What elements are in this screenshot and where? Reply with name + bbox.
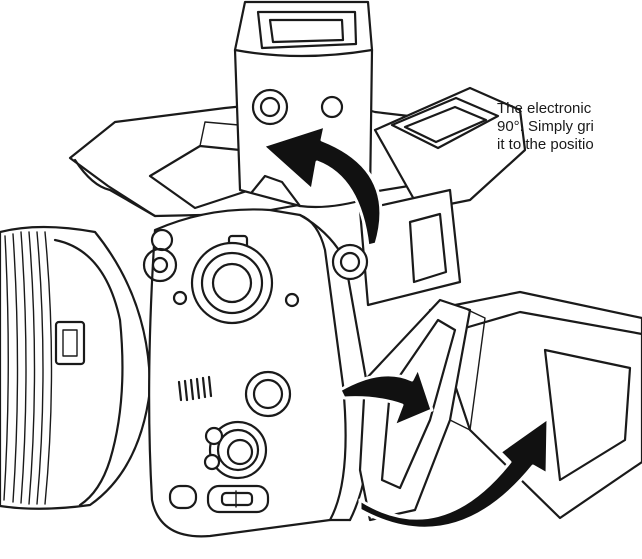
rotation-arrows [261, 124, 550, 530]
viewfinder-rotate-arrow-icon [261, 124, 383, 248]
camera-lens [0, 225, 152, 510]
caption-line-3: it to the positio [497, 136, 594, 153]
viewfinder-tilted [331, 86, 527, 307]
monitor-swing-arrow-icon [338, 366, 434, 428]
monitor-rotate-arrow-icon [358, 416, 550, 530]
caption-text: The electronic 90°. Simply gri it to the… [497, 100, 642, 154]
caption-line-1: The electronic [497, 100, 592, 117]
caption-line-2: 90°. Simply gri [497, 118, 594, 135]
